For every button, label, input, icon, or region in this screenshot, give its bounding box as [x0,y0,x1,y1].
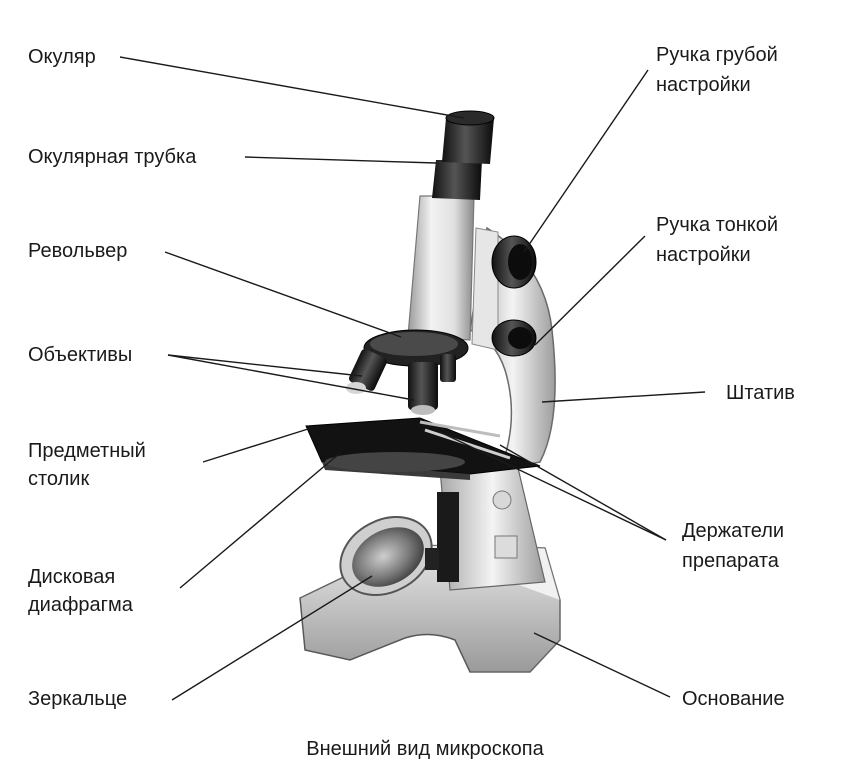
leader-lines [119,56,706,701]
label-diaphragm-line2: диафрагма [28,594,133,616]
label-clips-line1: Держатели [682,520,785,542]
label-clips-line2: препарата [682,550,779,572]
label-stage-line1: Предметный [28,440,146,462]
eyepiece-shape [442,118,494,164]
label-objectives: Объективы [28,344,133,366]
objective-right-shape [408,362,438,410]
label-stage-line2: столик [28,468,90,490]
label-coarse-line2: настройки [656,74,751,96]
label-base: Основание [682,688,785,710]
label-eyepiece-tube: Окулярная трубка [28,146,197,168]
label-fine-line1: Ручка тонкой [656,214,779,236]
label-eyepiece: Окуляр [28,46,96,68]
eyepiece-tube-shape [432,160,482,200]
label-coarse-line1: Ручка грубой [656,44,778,66]
body-tube-shape [407,195,475,341]
label-arm: Штатив [726,382,795,404]
objective-left-shape [349,349,387,391]
label-mirror: Зеркальце [28,688,128,710]
label-diaphragm-line1: Дисковая [28,566,116,588]
caption: Внешний вид микроскопа [306,738,544,760]
label-revolver: Револьвер [28,240,128,262]
label-fine-line2: настройки [656,244,751,266]
